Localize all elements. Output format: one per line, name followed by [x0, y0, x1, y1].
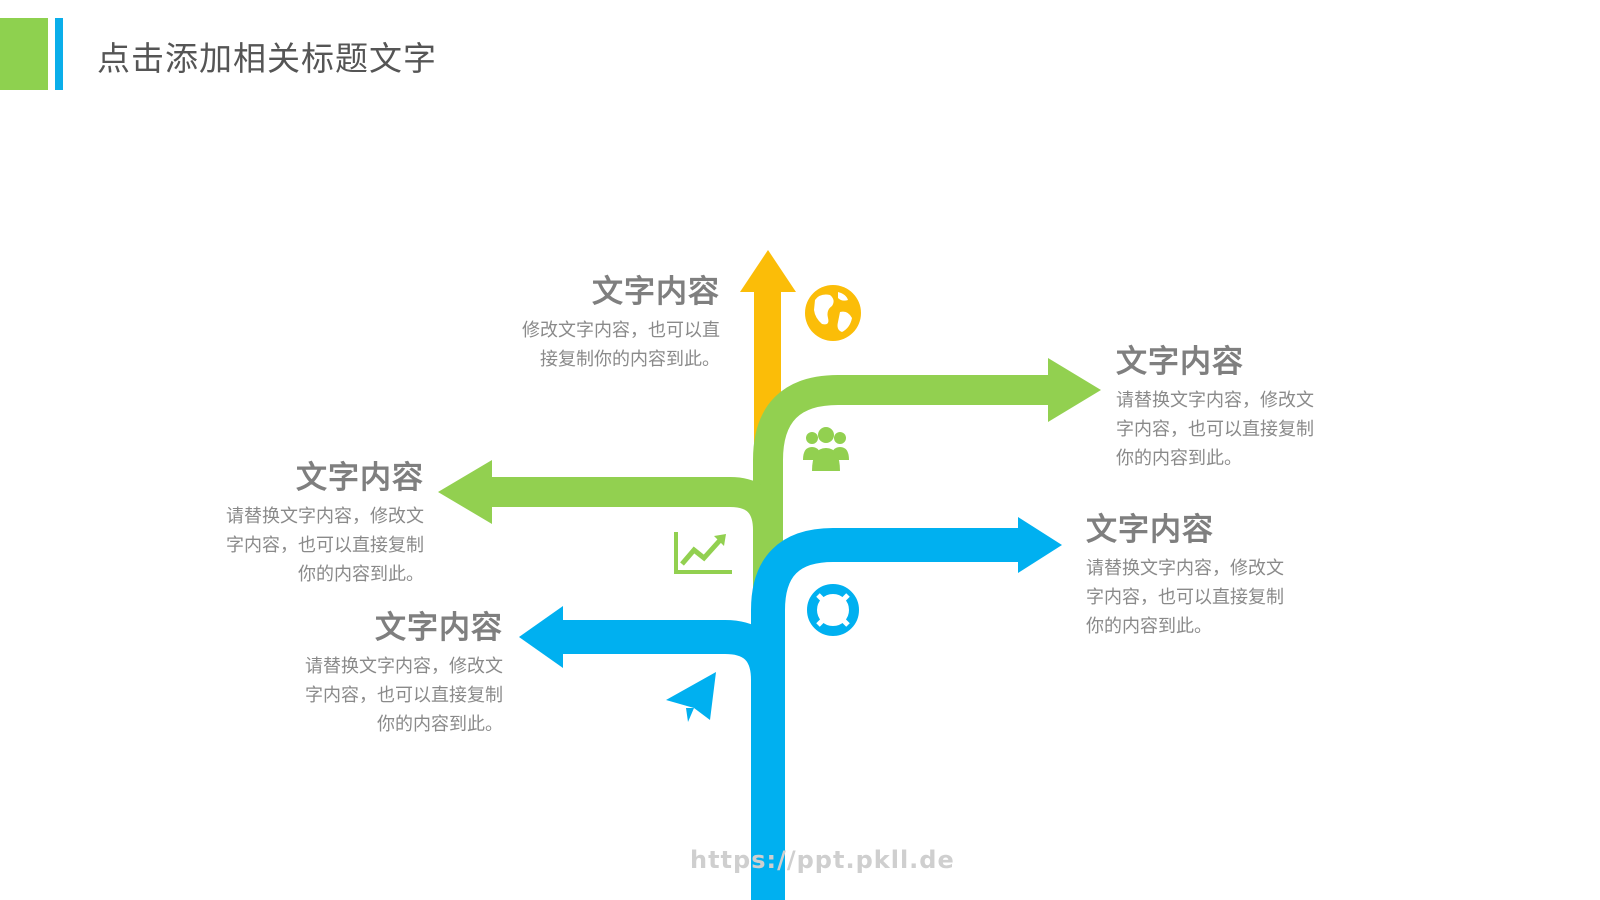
header-accent-blue	[55, 18, 63, 90]
block-title[interactable]: 文字内容	[1086, 512, 1214, 548]
text-block-left-bottom: 文字内容 请替换文字内容，修改文 字内容，也可以直接复制 你的内容到此。	[271, 608, 503, 739]
trend-chart-icon	[674, 532, 732, 574]
block-desc-line: 接复制你的内容到此。	[540, 349, 720, 370]
block-desc-line: 请替换文字内容，修改文	[1086, 558, 1284, 579]
green-arrows	[490, 375, 1062, 600]
blue-arrows	[560, 528, 1025, 900]
block-desc-line: 字内容，也可以直接复制	[226, 535, 424, 556]
text-block-right-top: 文字内容 请替换文字内容，修改文 字内容，也可以直接复制 你的内容到此。	[1116, 342, 1348, 473]
block-desc-line: 请替换文字内容，修改文	[305, 656, 503, 677]
block-desc-line: 请替换文字内容，修改文	[1116, 390, 1314, 411]
text-block-left-mid: 文字内容 请替换文字内容，修改文 字内容，也可以直接复制 你的内容到此。	[192, 458, 424, 589]
globe-icon	[805, 285, 861, 341]
block-title[interactable]: 文字内容	[1116, 344, 1244, 380]
paper-plane-icon	[666, 672, 716, 722]
block-title[interactable]: 文字内容	[296, 460, 424, 496]
text-block-top: 文字内容 修改文字内容，也可以直 接复制你的内容到此。	[488, 272, 720, 374]
green-arrowhead-left	[438, 460, 492, 524]
block-desc-line: 你的内容到此。	[1116, 448, 1242, 469]
block-title[interactable]: 文字内容	[592, 274, 720, 310]
lifebuoy-icon	[807, 584, 859, 636]
block-desc-line: 请替换文字内容，修改文	[226, 506, 424, 527]
block-title[interactable]: 文字内容	[375, 610, 503, 646]
green-arrowhead-right	[1048, 358, 1101, 422]
block-desc-line: 你的内容到此。	[377, 714, 503, 735]
text-block-right-mid: 文字内容 请替换文字内容，修改文 字内容，也可以直接复制 你的内容到此。	[1086, 510, 1318, 641]
block-desc-line: 你的内容到此。	[1086, 616, 1212, 637]
block-desc-line: 修改文字内容，也可以直	[522, 320, 720, 341]
block-desc-line: 字内容，也可以直接复制	[1086, 587, 1284, 608]
header-accent-green	[0, 18, 48, 90]
block-desc-line: 你的内容到此。	[298, 564, 424, 585]
blue-arrowhead-left	[519, 606, 563, 668]
users-icon	[803, 427, 849, 471]
block-desc-line: 字内容，也可以直接复制	[1116, 419, 1314, 440]
page-title[interactable]: 点击添加相关标题文字	[97, 39, 437, 78]
watermark: https://ppt.pkll.de	[690, 846, 955, 874]
block-desc-line: 字内容，也可以直接复制	[305, 685, 503, 706]
blue-arrowhead-right	[1018, 517, 1062, 573]
